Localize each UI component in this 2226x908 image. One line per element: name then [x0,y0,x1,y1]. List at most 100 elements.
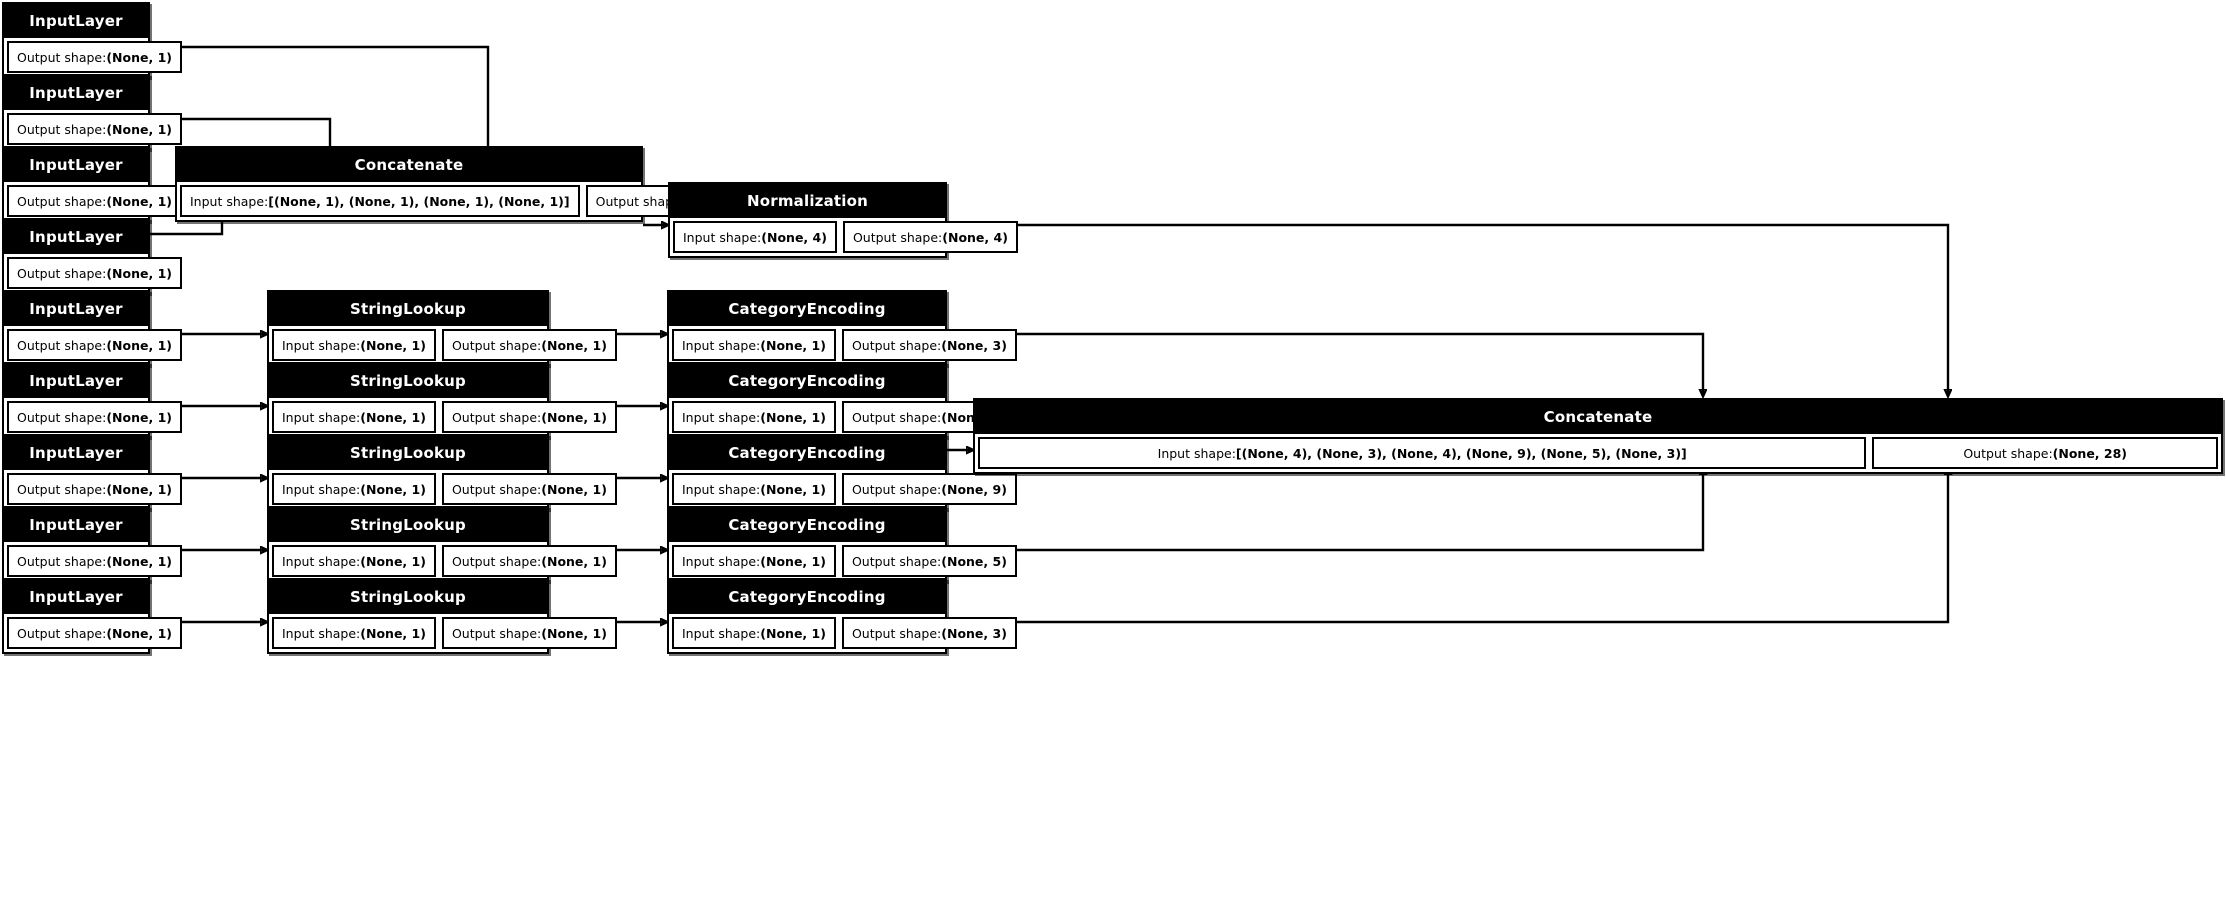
node-categoryencoding-3[interactable]: CategoryEncoding Input shape: (None, 1) … [667,434,1017,510]
node-concatenate-numeric[interactable]: Concatenate Input shape: [(None, 1), (No… [175,146,761,222]
node-inputlayer-numeric-1[interactable]: InputLayer Output shape: (None, 1) [2,2,182,78]
input-shape-value: (None, 1) [760,481,826,497]
node-stringlookup-3[interactable]: StringLookup Input shape: (None, 1) Outp… [267,434,617,510]
input-shape-label: Input shape: [190,193,269,209]
output-shape-label: Output shape: [17,625,107,641]
node-inputlayer-categorical-3[interactable]: InputLayer Output shape: (None, 1) [2,434,182,510]
node-stringlookup-5[interactable]: StringLookup Input shape: (None, 1) Outp… [267,578,617,654]
node-stringlookup-1[interactable]: StringLookup Input shape: (None, 1) Outp… [267,290,617,366]
output-shape-cell: Output shape: (None, 3) [841,617,1017,649]
output-shape-label: Output shape: [595,193,685,209]
node-title: StringLookup [269,508,547,542]
node-inputlayer-categorical-1[interactable]: InputLayer Output shape: (None, 1) [2,290,182,366]
output-shape-value: (None, 1) [106,481,172,497]
output-shape-value: (None, 1) [106,193,172,209]
output-shape-cell: Output shape: (None, 1) [441,473,617,505]
node-normalization[interactable]: Normalization Input shape: (None, 4) Out… [668,182,1018,258]
output-shape-label: Output shape: [17,193,107,209]
output-shape-label: Output shape: [451,625,542,641]
input-shape-value: (None, 1) [360,481,426,497]
input-shape-value: (None, 1) [360,337,426,353]
output-shape-value: (None, 1) [106,49,172,65]
node-title: StringLookup [269,436,547,470]
input-shape-cell: Input shape: [(None, 1), (None, 1), (Non… [180,185,580,217]
input-shape-value: (None, 1) [360,553,426,569]
node-inputlayer-numeric-3[interactable]: InputLayer Output shape: (None, 1) [2,146,182,222]
input-shape-cell: Input shape: [(None, 4), (None, 3), (Non… [978,437,1867,469]
input-shape-value: (None, 1) [760,337,826,353]
output-shape-label: Output shape: [17,121,107,137]
node-title: StringLookup [269,580,547,614]
output-shape-label: Output shape: [17,49,107,65]
input-shape-label: Input shape: [682,337,761,353]
edge-normalization-to-final-concat [947,223,1948,396]
output-shape-value: (None, 1) [541,337,607,353]
output-shape-value: (None, 1) [106,121,172,137]
input-shape-cell: Input shape: (None, 1) [672,473,836,505]
input-shape-cell: Input shape: (None, 1) [672,617,836,649]
input-shape-value: (None, 1) [360,409,426,425]
node-stringlookup-4[interactable]: StringLookup Input shape: (None, 1) Outp… [267,506,617,582]
output-shape-value: (None, 1) [106,409,172,425]
node-title: InputLayer [4,508,148,542]
node-shape-row: Input shape: (None, 1) Output shape: (No… [669,470,1017,508]
output-shape-value: (None, 9) [941,481,1007,497]
output-shape-label: Output shape: [851,481,942,497]
output-shape-value: (None, 1) [106,625,172,641]
output-shape-cell: Output shape: (None, 1) [7,473,182,505]
output-shape-label: Output shape: [852,229,943,245]
node-shape-row: Output shape: (None, 1) [4,470,182,508]
node-shape-row: Input shape: (None, 1) Output shape: (No… [269,470,617,508]
edge-cat1-encode-to-final-concat [947,332,1703,396]
output-shape-cell: Output shape: (None, 28) [1872,437,2218,469]
node-shape-row: Input shape: (None, 1) Output shape: (No… [269,614,617,652]
input-shape-cell: Input shape: (None, 1) [272,401,436,433]
node-inputlayer-numeric-2[interactable]: InputLayer Output shape: (None, 1) [2,74,182,150]
node-title: Concatenate [975,400,2221,434]
input-shape-value: (None, 1) [760,625,826,641]
input-shape-cell: Input shape: (None, 1) [672,329,836,361]
node-shape-row: Output shape: (None, 1) [4,182,182,220]
node-categoryencoding-1[interactable]: CategoryEncoding Input shape: (None, 1) … [667,290,1017,366]
input-shape-cell: Input shape: (None, 1) [272,545,436,577]
node-stringlookup-2[interactable]: StringLookup Input shape: (None, 1) Outp… [267,362,617,438]
output-shape-value: (None, 1) [541,553,607,569]
node-categoryencoding-5[interactable]: CategoryEncoding Input shape: (None, 1) … [667,578,1017,654]
output-shape-cell: Output shape: (None, 9) [841,473,1017,505]
input-shape-cell: Input shape: (None, 1) [672,401,836,433]
node-title: StringLookup [269,292,547,326]
output-shape-cell: Output shape: (None, 1) [441,401,617,433]
output-shape-value: (None, 3) [941,625,1007,641]
node-concatenate-final[interactable]: Concatenate Input shape: [(None, 4), (No… [973,398,2223,474]
output-shape-value: (None, 1) [106,265,172,281]
node-categoryencoding-2[interactable]: CategoryEncoding Input shape: (None, 1) … [667,362,1017,438]
output-shape-cell: Output shape: (None, 1) [7,257,182,289]
input-shape-label: Input shape: [282,409,361,425]
output-shape-label: Output shape: [17,265,107,281]
output-shape-value: (None, 1) [541,625,607,641]
input-shape-value: [(None, 4), (None, 3), (None, 4), (None,… [1235,445,1687,461]
output-shape-label: Output shape: [17,481,107,497]
node-title: InputLayer [4,76,148,110]
input-shape-cell: Input shape: (None, 4) [673,221,837,253]
node-title: Normalization [670,184,945,218]
node-inputlayer-categorical-4[interactable]: InputLayer Output shape: (None, 1) [2,506,182,582]
output-shape-label: Output shape: [851,337,942,353]
output-shape-label: Output shape: [17,337,107,353]
output-shape-label: Output shape: [17,409,107,425]
output-shape-label: Output shape: [851,625,942,641]
node-shape-row: Input shape: [(None, 4), (None, 3), (Non… [975,434,2221,472]
node-shape-row: Output shape: (None, 1) [4,542,182,580]
edge-cat5-encode-to-final-concat [947,468,1948,624]
input-shape-label: Input shape: [683,229,762,245]
node-inputlayer-numeric-4[interactable]: InputLayer Output shape: (None, 1) [2,218,182,294]
node-title: InputLayer [4,580,148,614]
node-inputlayer-categorical-2[interactable]: InputLayer Output shape: (None, 1) [2,362,182,438]
node-categoryencoding-4[interactable]: CategoryEncoding Input shape: (None, 1) … [667,506,1017,582]
node-shape-row: Output shape: (None, 1) [4,110,182,148]
output-shape-cell: Output shape: (None, 1) [7,329,182,361]
output-shape-value: (None, 3) [941,337,1007,353]
node-inputlayer-categorical-5[interactable]: InputLayer Output shape: (None, 1) [2,578,182,654]
output-shape-value: (None, 1) [541,409,607,425]
output-shape-value: (None, 1) [106,337,172,353]
